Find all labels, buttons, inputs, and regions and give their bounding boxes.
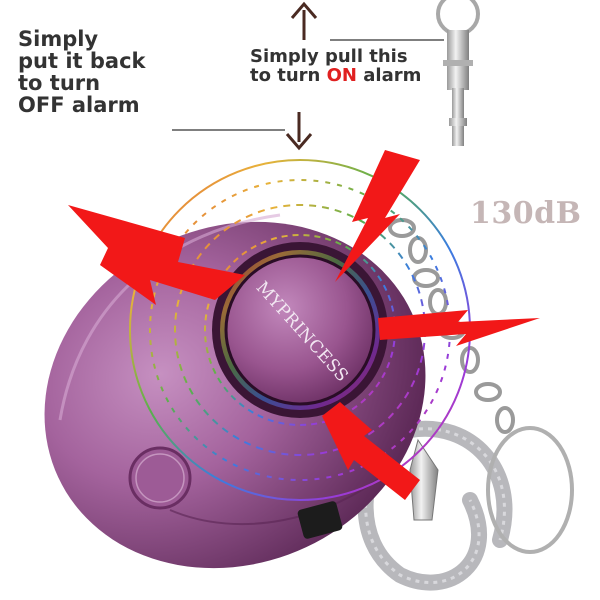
key-ring bbox=[486, 426, 574, 554]
off-line-1: Simply bbox=[18, 27, 99, 51]
on-word: ON bbox=[326, 64, 357, 86]
on-line-1: Simply pull this bbox=[250, 46, 408, 67]
on-line-2-prefix: to turn bbox=[250, 64, 327, 86]
on-line-2: to turn ON alarm bbox=[250, 64, 480, 86]
off-line-2: put it back bbox=[18, 49, 146, 74]
lanyard-clasp bbox=[409, 438, 439, 521]
arrow-down-icon bbox=[285, 112, 313, 151]
lightning-bolt-icon bbox=[68, 150, 540, 500]
pull-pin bbox=[436, 0, 480, 146]
arrow-up-icon bbox=[290, 1, 318, 40]
off-line-4: OFF alarm bbox=[18, 93, 140, 118]
on-line-2-suffix: alarm bbox=[357, 64, 422, 86]
on-instruction: Simply pull this to turn ON alarm bbox=[250, 46, 480, 86]
off-line-3: to turn bbox=[18, 71, 101, 96]
off-instruction: Simply put it back to turn OFF alarm bbox=[18, 28, 168, 116]
led-button bbox=[128, 446, 192, 510]
sound-level-label: 130dB bbox=[470, 196, 582, 231]
